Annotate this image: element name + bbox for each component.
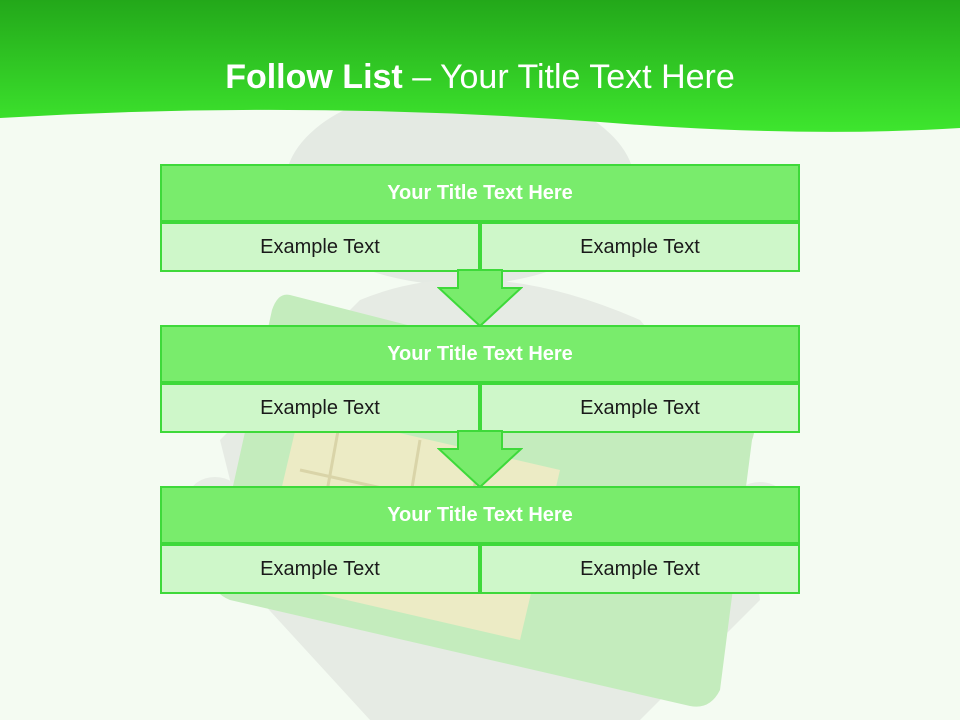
slide-title-bold: Follow List (225, 58, 403, 96)
slide-title: Follow List – Your Title Text Here (0, 52, 960, 102)
block-cell-right: Example Text (480, 544, 800, 594)
header-wave-band (0, 0, 960, 132)
list-block-1: Your Title Text Here Example Text Exampl… (160, 164, 800, 272)
down-arrow-icon (437, 269, 523, 328)
block-cell-right: Example Text (480, 222, 800, 272)
down-arrow-icon (437, 430, 523, 489)
list-block-2: Your Title Text Here Example Text Exampl… (160, 325, 800, 433)
block-cell-left: Example Text (160, 544, 480, 594)
block-title: Your Title Text Here (160, 486, 800, 544)
list-block-3: Your Title Text Here Example Text Exampl… (160, 486, 800, 594)
slide-title-rest: – Your Title Text Here (412, 58, 735, 96)
block-cell-right: Example Text (480, 383, 800, 433)
block-cell-left: Example Text (160, 383, 480, 433)
block-cell-left: Example Text (160, 222, 480, 272)
block-title: Your Title Text Here (160, 325, 800, 383)
block-title: Your Title Text Here (160, 164, 800, 222)
